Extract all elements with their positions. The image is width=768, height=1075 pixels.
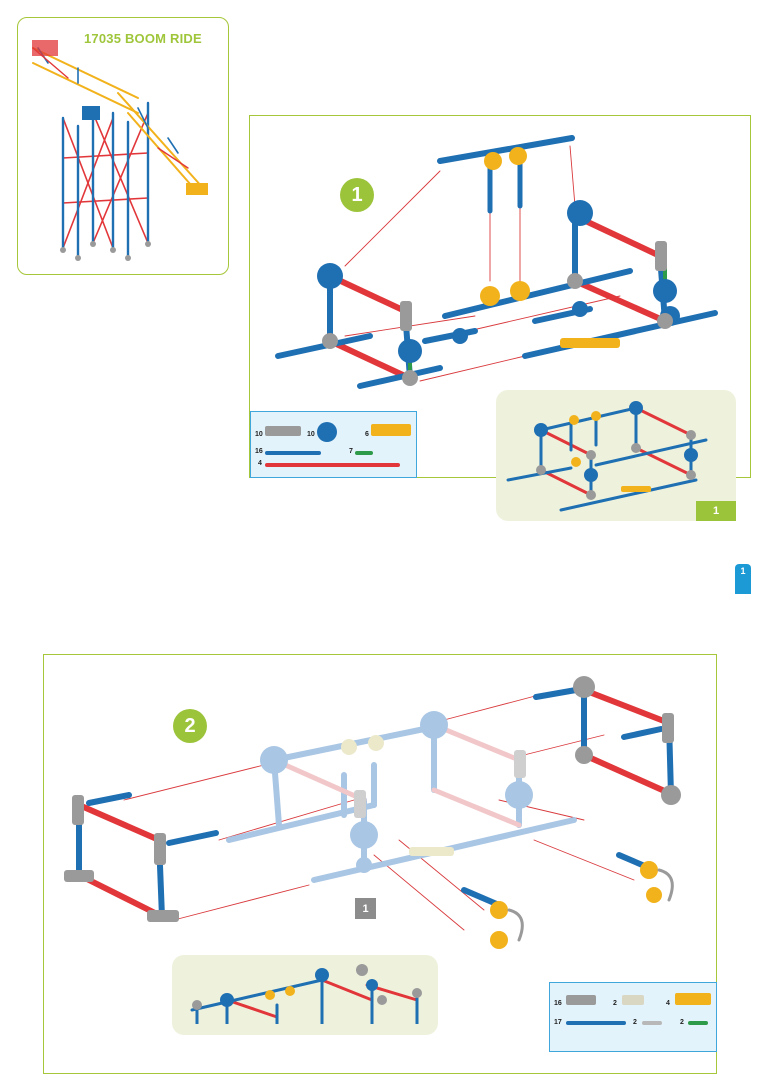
step-1-result-illustration (506, 401, 708, 512)
parts-qty-green-rod: 2 (680, 1019, 684, 1026)
step-2-parts-icons (566, 993, 711, 1025)
step-2-result-preview (172, 955, 438, 1035)
parts-qty-gray-connector: 16 (554, 1000, 562, 1007)
model-title: 17035 BOOM RIDE (84, 31, 202, 46)
model-illustration (32, 40, 208, 261)
parts-qty-white-connector: 2 (613, 1000, 617, 1007)
parts-qty-blue-connector: 10 (307, 431, 315, 438)
parts-qty-green-rod: 7 (349, 448, 353, 455)
step-1-result-tag: 1 (696, 501, 736, 521)
step-1-badge: 1 (340, 178, 374, 212)
step-1-result-preview: 1 (496, 390, 736, 521)
step-2-assembly-diagram (64, 676, 681, 949)
page-number-tab: 1 (735, 564, 751, 594)
parts-qty-gray-connector: 10 (255, 431, 263, 438)
step-1-parts-list: 10 10 6 16 7 4 (250, 411, 417, 478)
model-cover-card: 17035 BOOM RIDE (17, 17, 229, 275)
step-1-number: 1 (351, 183, 363, 206)
parts-qty-blue-rod: 16 (255, 448, 263, 455)
step-2-badge: 2 (173, 709, 207, 743)
step-2-number: 2 (184, 714, 196, 737)
parts-qty-yellow-connector: 4 (666, 1000, 670, 1007)
step-2-parts-list: 16 2 4 17 2 2 (549, 982, 717, 1052)
parts-qty-blue-rod: 17 (554, 1019, 562, 1026)
parts-qty-gray-rod: 2 (633, 1019, 637, 1026)
parts-qty-red-rod: 4 (258, 460, 262, 467)
step-2-result-illustration (190, 964, 422, 1024)
step-1-reference-box: 1 (355, 898, 376, 919)
step-1-panel: 1 (249, 115, 751, 478)
parts-icons (265, 422, 411, 467)
step-1-assembly-diagram (275, 135, 718, 389)
parts-qty-yellow-connector: 6 (365, 431, 369, 438)
